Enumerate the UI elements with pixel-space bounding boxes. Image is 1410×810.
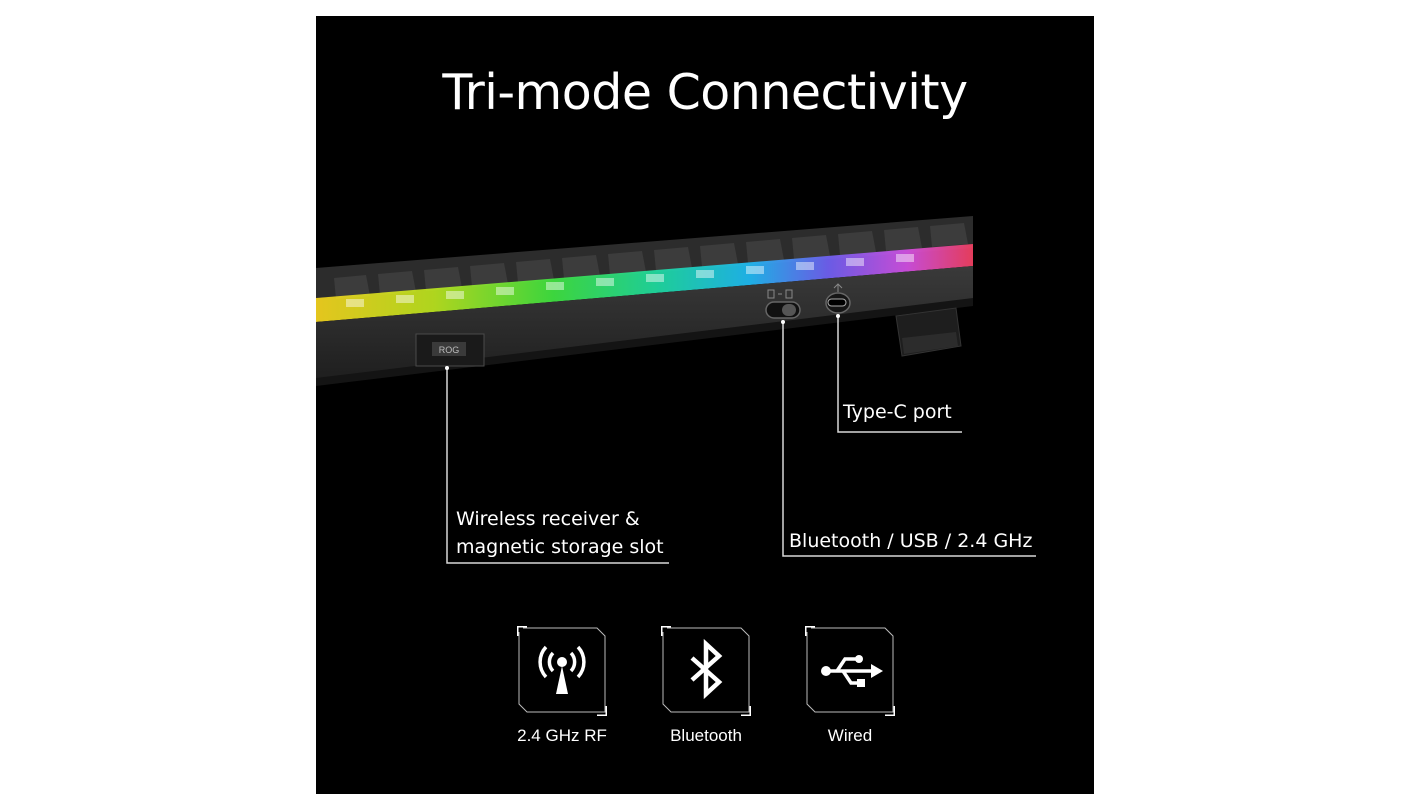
type-c-port-label: Type-C port <box>843 401 952 423</box>
receiver-slot-label: Wireless receiver & magnetic storage slo… <box>456 508 664 558</box>
usb-icon <box>821 655 883 687</box>
page-title: Tri-mode Connectivity <box>442 64 968 121</box>
mode-card-rf <box>517 626 607 716</box>
mode-switch-label: Bluetooth / USB / 2.4 GHz <box>789 530 1033 552</box>
mode-card-bluetooth <box>661 626 751 716</box>
antenna-icon <box>538 645 586 694</box>
bluetooth-icon <box>690 638 723 700</box>
product-banner: Tri-mode Connectivity <box>316 16 1094 794</box>
mode-label-wired: Wired <box>827 726 873 745</box>
mode-card-wired <box>805 626 895 716</box>
mode-label-rf: 2.4 GHz RF <box>517 726 607 745</box>
rog-badge: ROG <box>439 345 460 355</box>
keyboard-image: ROG <box>316 216 1036 564</box>
mode-label-bluetooth: Bluetooth <box>670 726 742 745</box>
